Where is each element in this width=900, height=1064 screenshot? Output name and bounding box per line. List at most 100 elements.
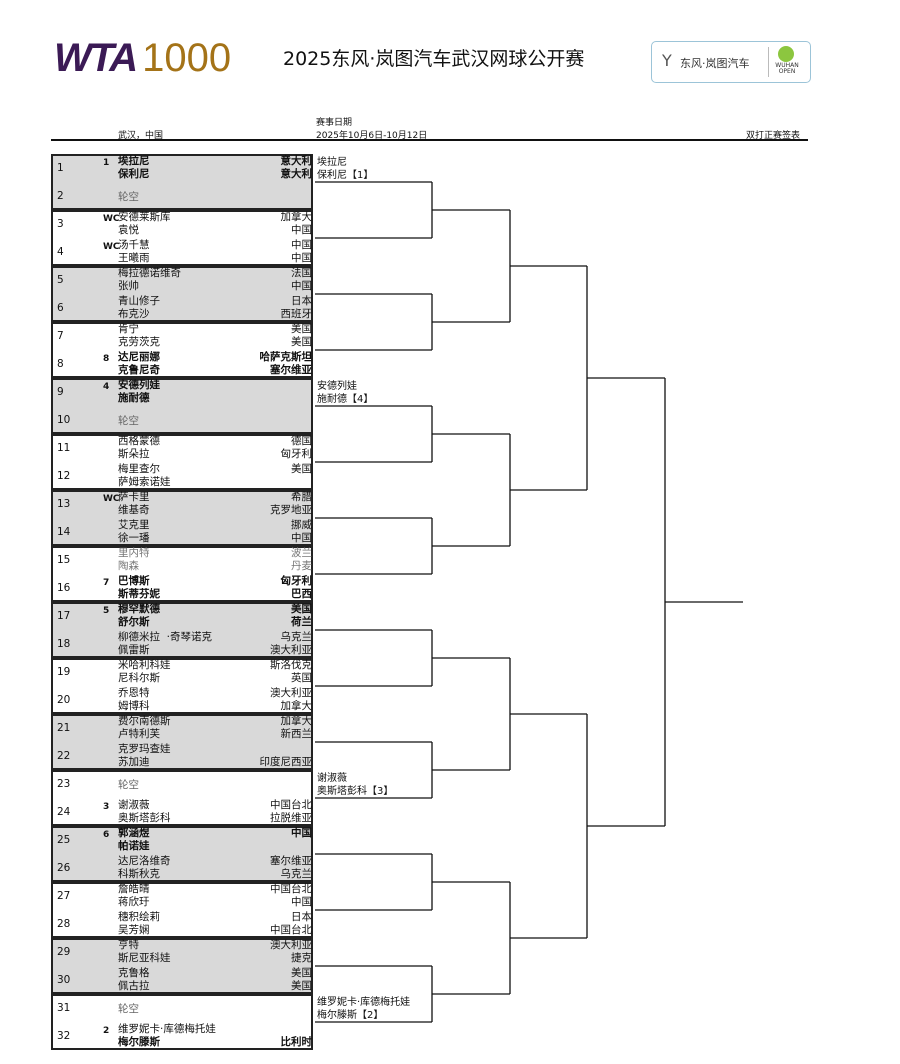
player-name: 肯宁 (118, 323, 139, 335)
slot-number: 31 (57, 1002, 71, 1014)
slot-number: 18 (57, 638, 71, 650)
player-country: 法国 (291, 267, 312, 279)
slot-number: 32 (57, 1030, 71, 1042)
player-country: 美国 (291, 967, 312, 979)
player-name: 维罗妮卡·库德梅托娃 (118, 1023, 216, 1035)
slot-number: 17 (57, 610, 71, 622)
player-name: 吴芳娴 (118, 924, 150, 936)
player-country: 荷兰 (291, 616, 312, 628)
player-country: 加拿大 (280, 700, 313, 712)
player-country: 匈牙利 (280, 448, 313, 460)
player-country: 斯洛伐克 (270, 659, 312, 671)
player-name: 安德莱斯库 (118, 211, 171, 223)
player-country: 西班牙 (280, 308, 313, 320)
slot-number: 6 (57, 302, 64, 314)
slot-number: 3 (57, 218, 64, 230)
player-country: 中国 (291, 239, 312, 251)
player-country: 中国 (291, 224, 312, 236)
player-name: 克劳茨克 (118, 336, 160, 348)
player-name: 穗积绘莉 (118, 911, 160, 923)
round2-team-player2: 梅尔滕斯【2】 (317, 1010, 384, 1021)
player-name: 克罗玛查娃 (118, 743, 171, 755)
player-country: 塞尔维亚 (270, 364, 312, 376)
player-name: 袁悦 (118, 224, 139, 236)
slot-number: 12 (57, 470, 71, 482)
draw-group (51, 770, 313, 826)
player-country: 意大利 (280, 155, 313, 167)
player-country: 中国台北 (270, 799, 312, 811)
slot-number: 14 (57, 526, 71, 538)
player-name: 乔恩特 (118, 687, 150, 699)
player-name: 费尔南德斯 (118, 715, 171, 727)
player-name: 帕诺娃 (118, 840, 150, 852)
player-name: 巴博斯 (118, 575, 150, 587)
player-name: 科斯秋克 (118, 868, 160, 880)
player-country: 新西兰 (280, 728, 313, 740)
player-name: 徐一璠 (118, 532, 150, 544)
seed-number: 3 (103, 802, 110, 812)
draw-group (51, 602, 313, 658)
player-name: 詹皓晴 (118, 883, 150, 895)
player-name: 柳德米拉 ·奇琴诺克 (118, 631, 213, 643)
player-country: 捷克 (291, 952, 312, 964)
player-name: 斯尼亚科娃 (118, 952, 171, 964)
player-country: 加拿大 (280, 715, 313, 727)
seed-number: 1 (103, 158, 110, 168)
player-country: 加拿大 (280, 211, 313, 223)
round2-team-player2: 保利尼【1】 (317, 170, 374, 181)
player-country: 英国 (291, 672, 312, 684)
player-name: 佩古拉 (118, 980, 150, 992)
draw-group (51, 994, 313, 1050)
wildcard-badge: WC (103, 214, 120, 224)
tournament-title: 2025东风·岚图汽车武汉网球公开赛 (283, 48, 585, 70)
slot-number: 21 (57, 722, 71, 734)
sponsor-name: 东风·岚图汽车 (680, 57, 750, 70)
bye-label: 轮空 (118, 1003, 139, 1015)
voyah-emblem-icon: Y (662, 51, 672, 70)
player-name: 里内特 (118, 547, 150, 559)
draw-group (51, 826, 313, 882)
player-country: 美国 (291, 603, 312, 615)
seed-number: 7 (103, 578, 110, 588)
player-country: 比利时 (280, 1036, 313, 1048)
draw-slot: 31 轮空 (51, 994, 315, 1022)
player-country: 匈牙利 (280, 575, 313, 587)
tournament-dates: 2025年10月6日-10月12日 (316, 131, 428, 141)
player-name: 舒尔斯 (118, 616, 150, 628)
player-country: 澳大利亚 (270, 939, 312, 951)
header-rule (51, 139, 808, 141)
player-name: 克鲁尼奇 (118, 364, 160, 376)
slot-number: 25 (57, 834, 71, 846)
sponsor-divider (768, 47, 769, 77)
player-name: 梅拉德诺维奇 (118, 267, 181, 279)
slot-number: 2 (57, 190, 64, 202)
logo-tier-text: 1000 (142, 36, 232, 80)
player-name: 梅里查尔 (118, 463, 160, 475)
wildcard-badge: WC (103, 242, 120, 252)
player-country: 中国 (291, 896, 312, 908)
slot-number: 15 (57, 554, 71, 566)
player-name: 蒋欣玗 (118, 896, 150, 908)
player-country: 日本 (291, 295, 312, 307)
seed-number: 8 (103, 354, 110, 364)
player-country: 美国 (291, 336, 312, 348)
player-country: 拉脱维亚 (270, 812, 312, 824)
bye-label: 轮空 (118, 191, 139, 203)
draw-group (51, 658, 313, 714)
player-country: 美国 (291, 323, 312, 335)
slot-number: 7 (57, 330, 64, 342)
player-country: 美国 (291, 463, 312, 475)
player-country: 乌克兰 (280, 631, 313, 643)
